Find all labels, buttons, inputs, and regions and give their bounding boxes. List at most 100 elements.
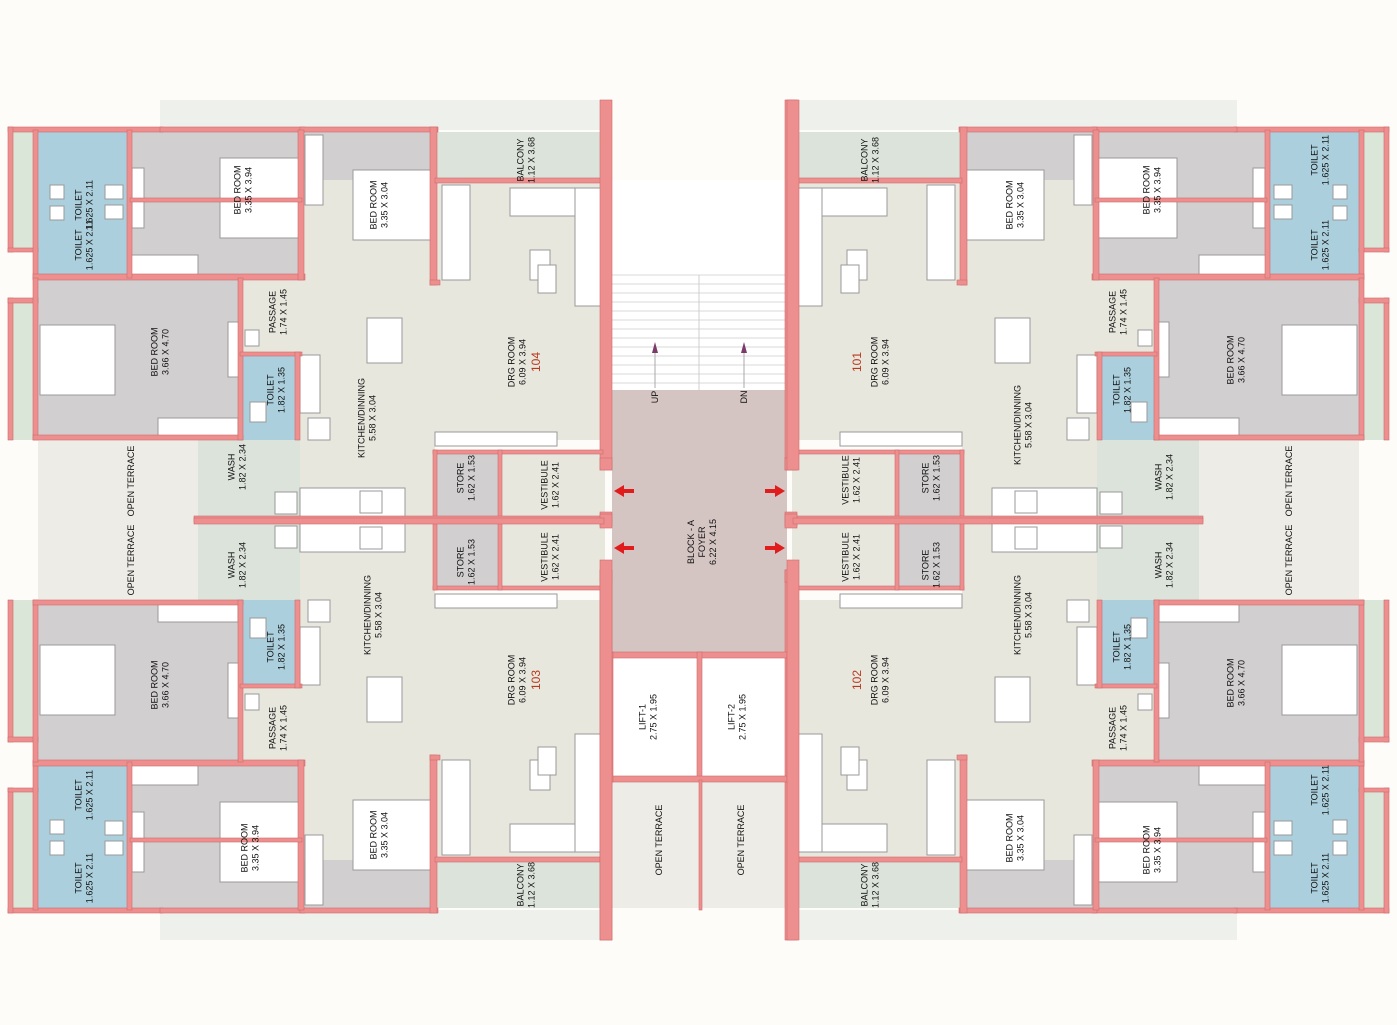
label-bed-room: BED ROOM3.35 X 3.04 xyxy=(369,180,390,229)
balcony xyxy=(435,858,605,908)
side-table xyxy=(537,746,557,776)
label-bed-room-line: 3.35 X 3.04 xyxy=(380,182,390,228)
hob xyxy=(359,490,383,514)
walls-layer xyxy=(7,99,1390,941)
wall xyxy=(959,754,968,914)
wardrobe xyxy=(1198,254,1268,276)
label-open-terrace: OPEN TERRACE xyxy=(1284,525,1294,596)
vestibule xyxy=(792,520,897,588)
basin xyxy=(49,840,65,856)
wall xyxy=(299,126,439,133)
wall xyxy=(239,351,303,357)
wall xyxy=(294,351,301,441)
label-bed-room-line: BED ROOM xyxy=(1226,658,1236,707)
wall xyxy=(1096,599,1103,689)
label-toilet-line: 1.625 X 2.11 xyxy=(1321,135,1331,185)
label-vestibule: VESTIBULE1.62 X 2.41 xyxy=(540,532,561,582)
wall xyxy=(7,297,14,441)
label-wash-line: 1.82 X 2.34 xyxy=(1165,454,1175,500)
label-bed-room-line: BED ROOM xyxy=(150,327,160,376)
wall xyxy=(239,683,303,689)
wall xyxy=(791,856,963,863)
wall xyxy=(1094,683,1158,689)
wall xyxy=(1358,599,1365,763)
wc xyxy=(104,840,124,856)
kitchen-counter xyxy=(299,487,406,519)
label-wash-line: WASH xyxy=(1154,552,1164,579)
label-wash-line: 1.82 X 2.34 xyxy=(238,542,248,588)
outer-balcony-strip xyxy=(797,100,1237,130)
label-balcony-line: 1.12 X 3.68 xyxy=(527,862,537,908)
label-toilet: TOILET1.82 X 1.35 xyxy=(1112,367,1133,413)
label-vestibule-line: VESTIBULE xyxy=(540,460,550,510)
label-toilet: TOILET1.625 X 2.11 xyxy=(74,770,95,820)
label-bed-room: BED ROOM3.66 X 4.70 xyxy=(1226,658,1247,707)
wall xyxy=(432,449,604,455)
wall xyxy=(32,599,39,763)
lift-2 xyxy=(700,658,788,776)
label-wash-line: WASH xyxy=(1154,464,1164,491)
wardrobe xyxy=(304,134,324,206)
wall xyxy=(159,907,306,914)
basin xyxy=(244,693,260,711)
label-wash: WASH1.82 X 2.34 xyxy=(227,444,248,490)
basin xyxy=(49,819,65,835)
dining-table xyxy=(366,676,403,723)
wc xyxy=(249,617,267,639)
outer-balcony-strip xyxy=(160,910,600,940)
side-table xyxy=(537,264,557,294)
fridge xyxy=(1076,626,1098,686)
wall xyxy=(1233,907,1390,914)
side-table xyxy=(840,264,860,294)
entry-arrow-101 xyxy=(765,485,785,497)
label-toilet-line: 1.82 X 1.35 xyxy=(277,624,287,670)
label-store: STORE1.62 X 1.53 xyxy=(921,542,942,588)
label-open-terrace-line: OPEN TERRACE xyxy=(126,525,136,596)
sofa xyxy=(574,187,604,307)
cabinet xyxy=(1066,417,1090,441)
wall xyxy=(432,585,604,591)
label-foyer: BLOCK - AFOYER6.22 X 4.15 xyxy=(686,519,718,565)
wall xyxy=(1092,759,1100,911)
wall xyxy=(958,126,1098,133)
label-bed-room: BED ROOM3.35 X 3.04 xyxy=(1005,180,1026,229)
cabinet xyxy=(1066,599,1090,623)
wall xyxy=(793,449,965,455)
wall xyxy=(497,519,503,591)
wall xyxy=(429,279,441,286)
wall xyxy=(1094,837,1268,843)
label-bed-room-line: 3.66 X 4.70 xyxy=(1237,337,1247,383)
wall xyxy=(1094,351,1158,357)
label-balcony: BALCONY1.12 X 3.68 xyxy=(860,862,881,908)
label-bed-room-line: 3.35 X 3.94 xyxy=(251,825,261,871)
bed xyxy=(1281,324,1358,396)
wc xyxy=(249,401,267,423)
wall xyxy=(32,759,306,767)
outer-balcony-strip xyxy=(160,100,600,130)
wall xyxy=(237,277,244,441)
label-balcony-line: 1.12 X 3.68 xyxy=(871,137,881,183)
wc xyxy=(104,820,124,836)
label-up: UP xyxy=(650,391,660,404)
label-wash-line: WASH xyxy=(227,454,237,481)
label-balcony-line: BALCONY xyxy=(516,863,526,906)
label-toilet: TOILET1.625 X 2.11 xyxy=(74,180,95,230)
label-vestibule-line: VESTIBULE xyxy=(841,532,851,582)
wall xyxy=(786,99,800,471)
wall xyxy=(193,517,605,525)
label-store: STORE1.62 X 1.53 xyxy=(456,539,477,585)
kitchen-counter xyxy=(299,521,406,553)
label-toilet-line: TOILET xyxy=(1112,374,1122,406)
label-drg-room-line: DRG ROOM xyxy=(870,337,880,388)
open-terrace xyxy=(38,520,198,600)
wardrobe xyxy=(129,764,199,786)
label-toilet: TOILET1.82 X 1.35 xyxy=(266,624,287,670)
label-bed-room-line: BED ROOM xyxy=(1005,180,1015,229)
sofa xyxy=(441,759,471,856)
label-toilet: TOILET1.82 X 1.35 xyxy=(266,367,287,413)
label-passage-line: 1.74 X 1.45 xyxy=(279,289,289,335)
label-open-terrace-line: OPEN TERRACE xyxy=(126,446,136,517)
label-lift-2-line: LIFT-2 xyxy=(727,704,737,730)
basin xyxy=(244,329,260,347)
label-kitchen-line: KITCHEN/DINNING xyxy=(1013,575,1023,655)
